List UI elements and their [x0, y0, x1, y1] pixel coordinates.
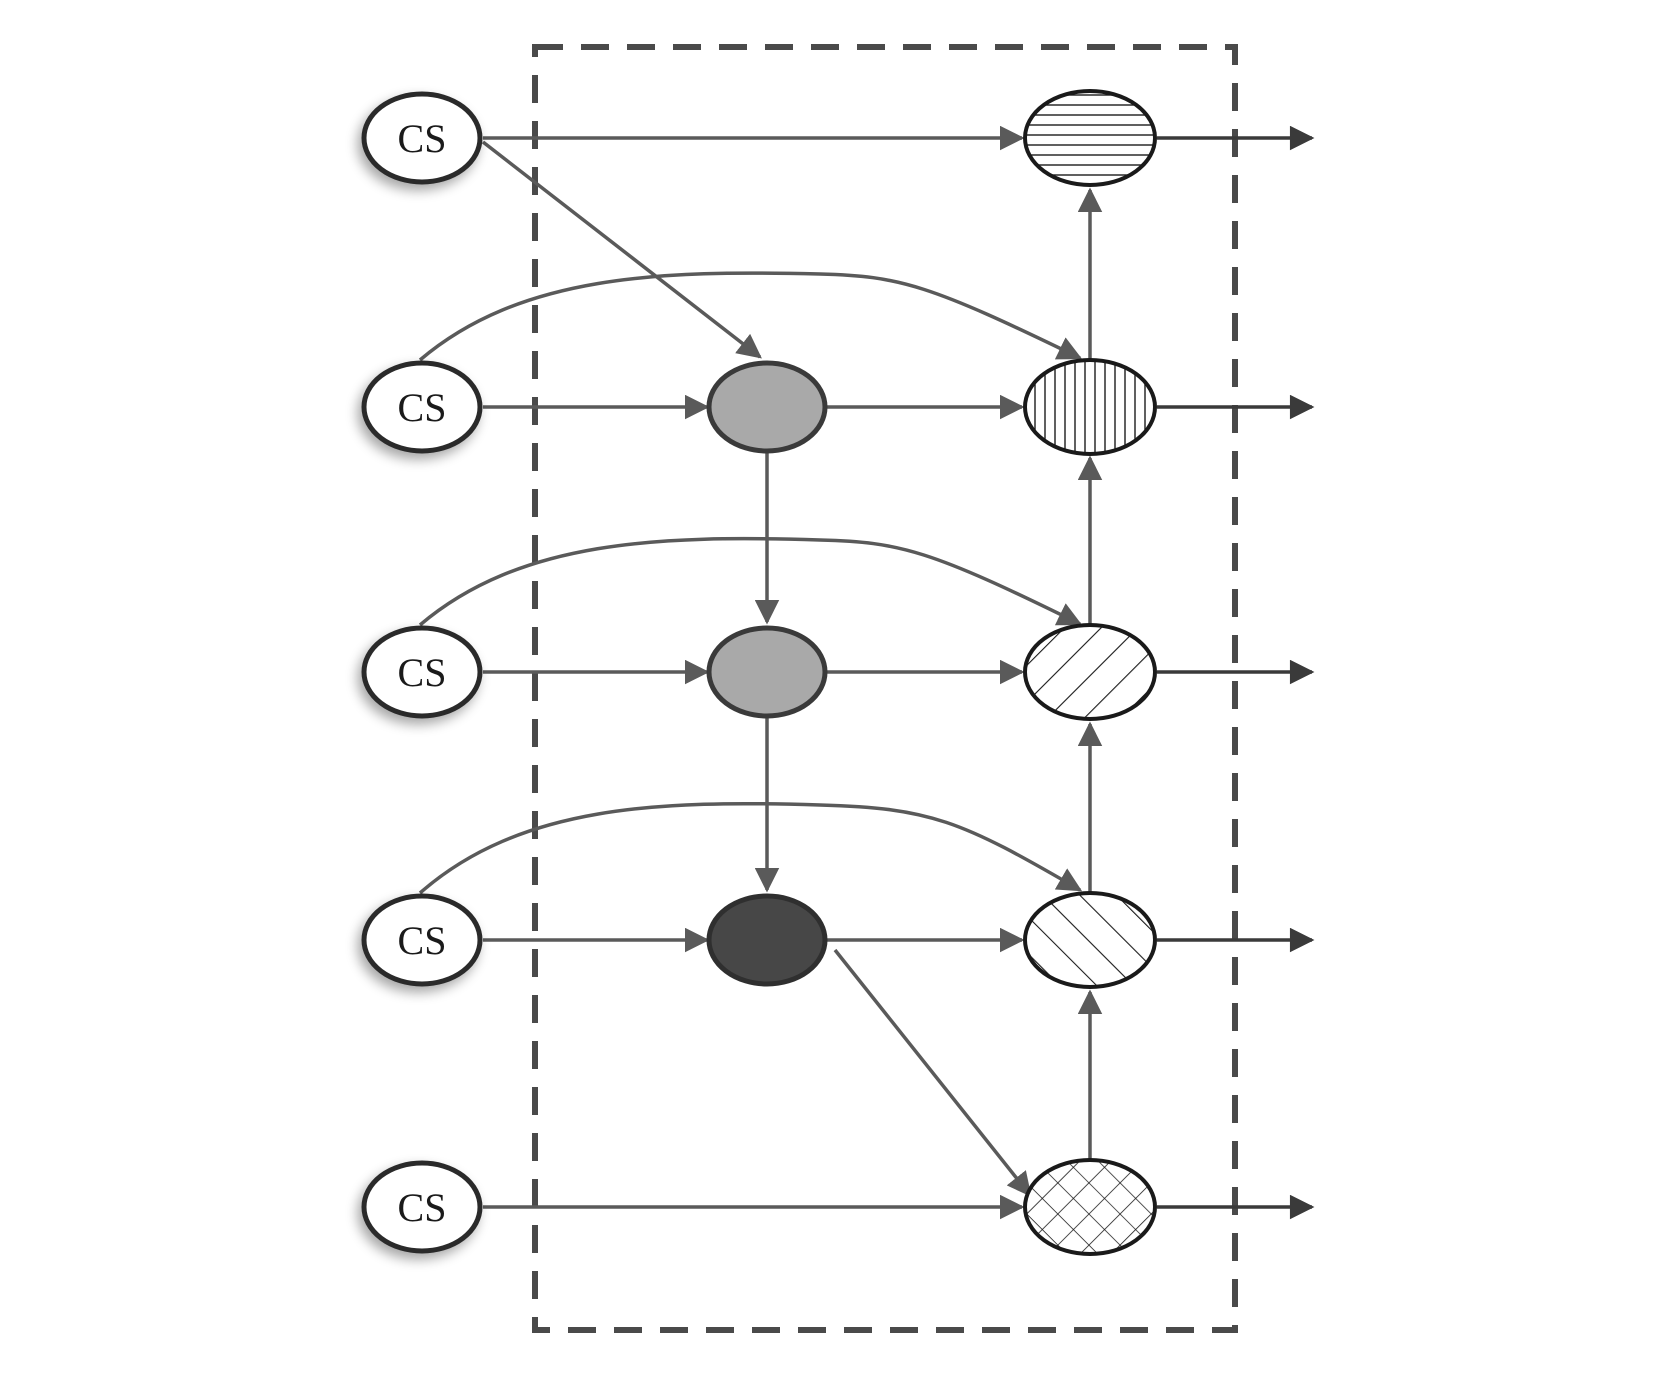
edge-cs1-m2	[481, 140, 762, 359]
cs-label-2: CS	[398, 385, 447, 430]
cs-label-1: CS	[398, 116, 447, 161]
output-node-1	[1023, 89, 1157, 187]
cs-nodes: CS CS CS CS CS	[361, 91, 483, 1254]
output-node-3	[1023, 623, 1157, 721]
edges	[418, 125, 1103, 1220]
cs-label-3: CS	[398, 650, 447, 695]
output-arrows	[1157, 125, 1315, 1220]
cs-node-2: CS	[361, 360, 483, 454]
middle-node-3	[706, 625, 828, 719]
cs-node-4: CS	[361, 893, 483, 987]
middle-node-2	[706, 360, 828, 454]
output-node-5	[1023, 1158, 1157, 1256]
cs-label-5: CS	[398, 1185, 447, 1230]
middle-node-4	[706, 893, 828, 987]
cs-node-5: CS	[361, 1160, 483, 1254]
edge-cs2-o2-curve	[418, 271, 1083, 362]
output-nodes	[1023, 89, 1157, 1256]
edge-cs3-o3-curve	[418, 536, 1083, 627]
cs-label-4: CS	[398, 918, 447, 963]
cs-node-1: CS	[361, 91, 483, 185]
edge-m4-o5	[833, 948, 1032, 1197]
dashed-boundary	[532, 44, 1238, 1333]
output-node-2	[1023, 358, 1157, 456]
edge-cs4-o4-curve	[418, 801, 1083, 895]
output-node-4	[1023, 891, 1157, 989]
cs-node-3: CS	[361, 625, 483, 719]
middle-nodes	[706, 360, 828, 987]
